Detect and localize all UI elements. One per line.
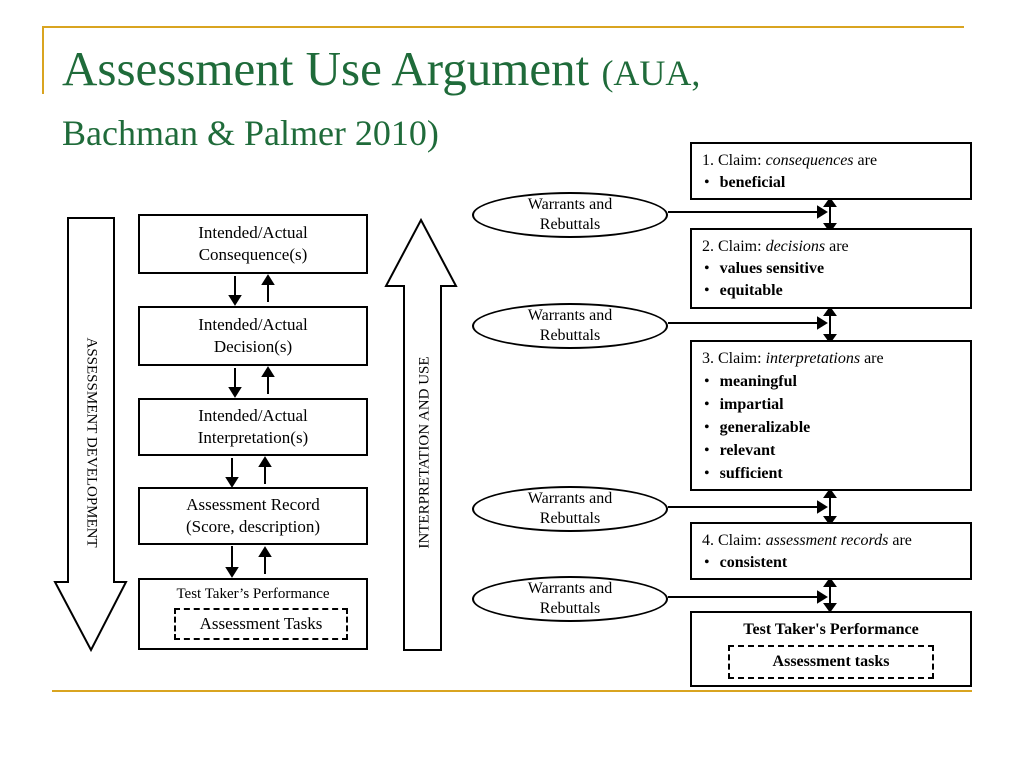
claim-3-term: interpretations <box>765 350 861 367</box>
warrants-1-line2: Rebuttals <box>539 216 601 233</box>
right-performance-box: Test Taker's Performance Assessment task… <box>690 611 972 687</box>
claim-4-term: assessment records <box>765 532 889 549</box>
slide-title: Assessment Use Argument (AUA, <box>62 40 700 97</box>
interpretation-line2: Interpretation(s) <box>197 428 309 447</box>
claim-4-bullet: consistent <box>702 552 960 574</box>
decision-line1: Intended/Actual <box>198 315 308 334</box>
claim-1-list: beneficial <box>702 172 960 194</box>
claim-3-box: 3. Claim: interpretations are meaningful… <box>690 340 972 491</box>
interpretation-label: INTERPRETATION AND USE <box>416 356 433 549</box>
claim-2-list: values sensitive equitable <box>702 258 960 302</box>
left-rule <box>42 26 44 94</box>
consequence-box: Intended/Actual Consequence(s) <box>138 214 368 274</box>
claim-3-heading: 3. Claim: interpretations are <box>702 348 960 370</box>
warrants-ellipse-4: Warrants and Rebuttals <box>472 576 668 622</box>
claim-2-term: decisions <box>765 238 826 255</box>
development-arrow <box>53 217 128 653</box>
title-sub-inline: (AUA, <box>601 53 701 93</box>
warrants-1-line1: Warrants and <box>527 196 613 213</box>
claim-4-suffix: are <box>888 532 912 549</box>
claim-3-bullet: relevant <box>702 439 960 462</box>
warrants-4-line1: Warrants and <box>527 580 613 597</box>
claim-2-bullet: equitable <box>702 280 960 302</box>
warrants-ellipse-1: Warrants and Rebuttals <box>472 192 668 238</box>
left-small-arrows <box>225 274 275 578</box>
claim-1-term: consequences <box>765 152 854 169</box>
claim-3-list: meaningful impartial generalizable relev… <box>702 370 960 485</box>
claim-2-heading: 2. Claim: decisions are <box>702 236 960 258</box>
claim-1-suffix: are <box>853 152 878 169</box>
consequence-line1: Intended/Actual <box>198 223 308 242</box>
right-assessment-tasks: Assessment tasks <box>728 645 934 679</box>
warrants-3-line2: Rebuttals <box>539 510 601 527</box>
record-line1: Assessment Record <box>186 495 320 514</box>
left-performance-box: Test Taker’s Performance Assessment Task… <box>138 578 368 650</box>
claim-1-bullet: beneficial <box>702 172 960 194</box>
record-line2: (Score, description) <box>185 517 321 536</box>
claim-3-bullet: meaningful <box>702 370 960 393</box>
warrants-ellipse-2: Warrants and Rebuttals <box>472 303 668 349</box>
claim-4-list: consistent <box>702 552 960 574</box>
claim-2-suffix: are <box>825 238 849 255</box>
assessment-record-box: Assessment Record (Score, description) <box>138 487 368 545</box>
title-main-text: Assessment Use Argument <box>62 41 590 96</box>
claim-3-bullet: generalizable <box>702 416 960 439</box>
development-label: ASSESSMENT DEVELOPMENT <box>83 337 100 548</box>
claim-4-heading: 4. Claim: assessment records are <box>702 530 960 552</box>
left-assessment-tasks: Assessment Tasks <box>174 608 348 640</box>
right-connectors <box>668 197 837 613</box>
claim-1-prefix: 1. Claim: <box>702 152 766 169</box>
claim-4-box: 4. Claim: assessment records are consist… <box>690 522 972 580</box>
warrants-ellipse-3: Warrants and Rebuttals <box>472 486 668 532</box>
claim-3-suffix: are <box>860 350 884 367</box>
decision-box: Intended/Actual Decision(s) <box>138 306 368 366</box>
claim-1-heading: 1. Claim: consequences are <box>702 150 960 172</box>
claim-2-bullet: values sensitive <box>702 258 960 280</box>
warrants-3-line1: Warrants and <box>527 490 613 507</box>
warrants-2-line2: Rebuttals <box>539 327 601 344</box>
claim-2-prefix: 2. Claim: <box>702 238 766 255</box>
interpretation-box: Intended/Actual Interpretation(s) <box>138 398 368 456</box>
claim-1-box: 1. Claim: consequences are beneficial <box>690 142 972 200</box>
claim-3-prefix: 3. Claim: <box>702 350 766 367</box>
interpretation-arrow <box>384 217 458 651</box>
title-line2: Bachman & Palmer 2010) <box>62 113 439 153</box>
warrants-4-line2: Rebuttals <box>539 600 601 617</box>
claim-4-prefix: 4. Claim: <box>702 532 766 549</box>
right-performance-title: Test Taker's Performance <box>743 621 919 638</box>
interpretation-line1: Intended/Actual <box>198 406 308 425</box>
top-rule <box>42 26 964 28</box>
claim-2-box: 2. Claim: decisions are values sensitive… <box>690 228 972 309</box>
claim-3-bullet: sufficient <box>702 462 960 485</box>
consequence-line2: Consequence(s) <box>198 245 308 264</box>
left-performance-title: Test Taker’s Performance <box>176 586 330 602</box>
warrants-2-line1: Warrants and <box>527 307 613 324</box>
claim-3-bullet: impartial <box>702 393 960 416</box>
decision-line2: Decision(s) <box>213 337 293 356</box>
bottom-rule <box>52 690 972 692</box>
